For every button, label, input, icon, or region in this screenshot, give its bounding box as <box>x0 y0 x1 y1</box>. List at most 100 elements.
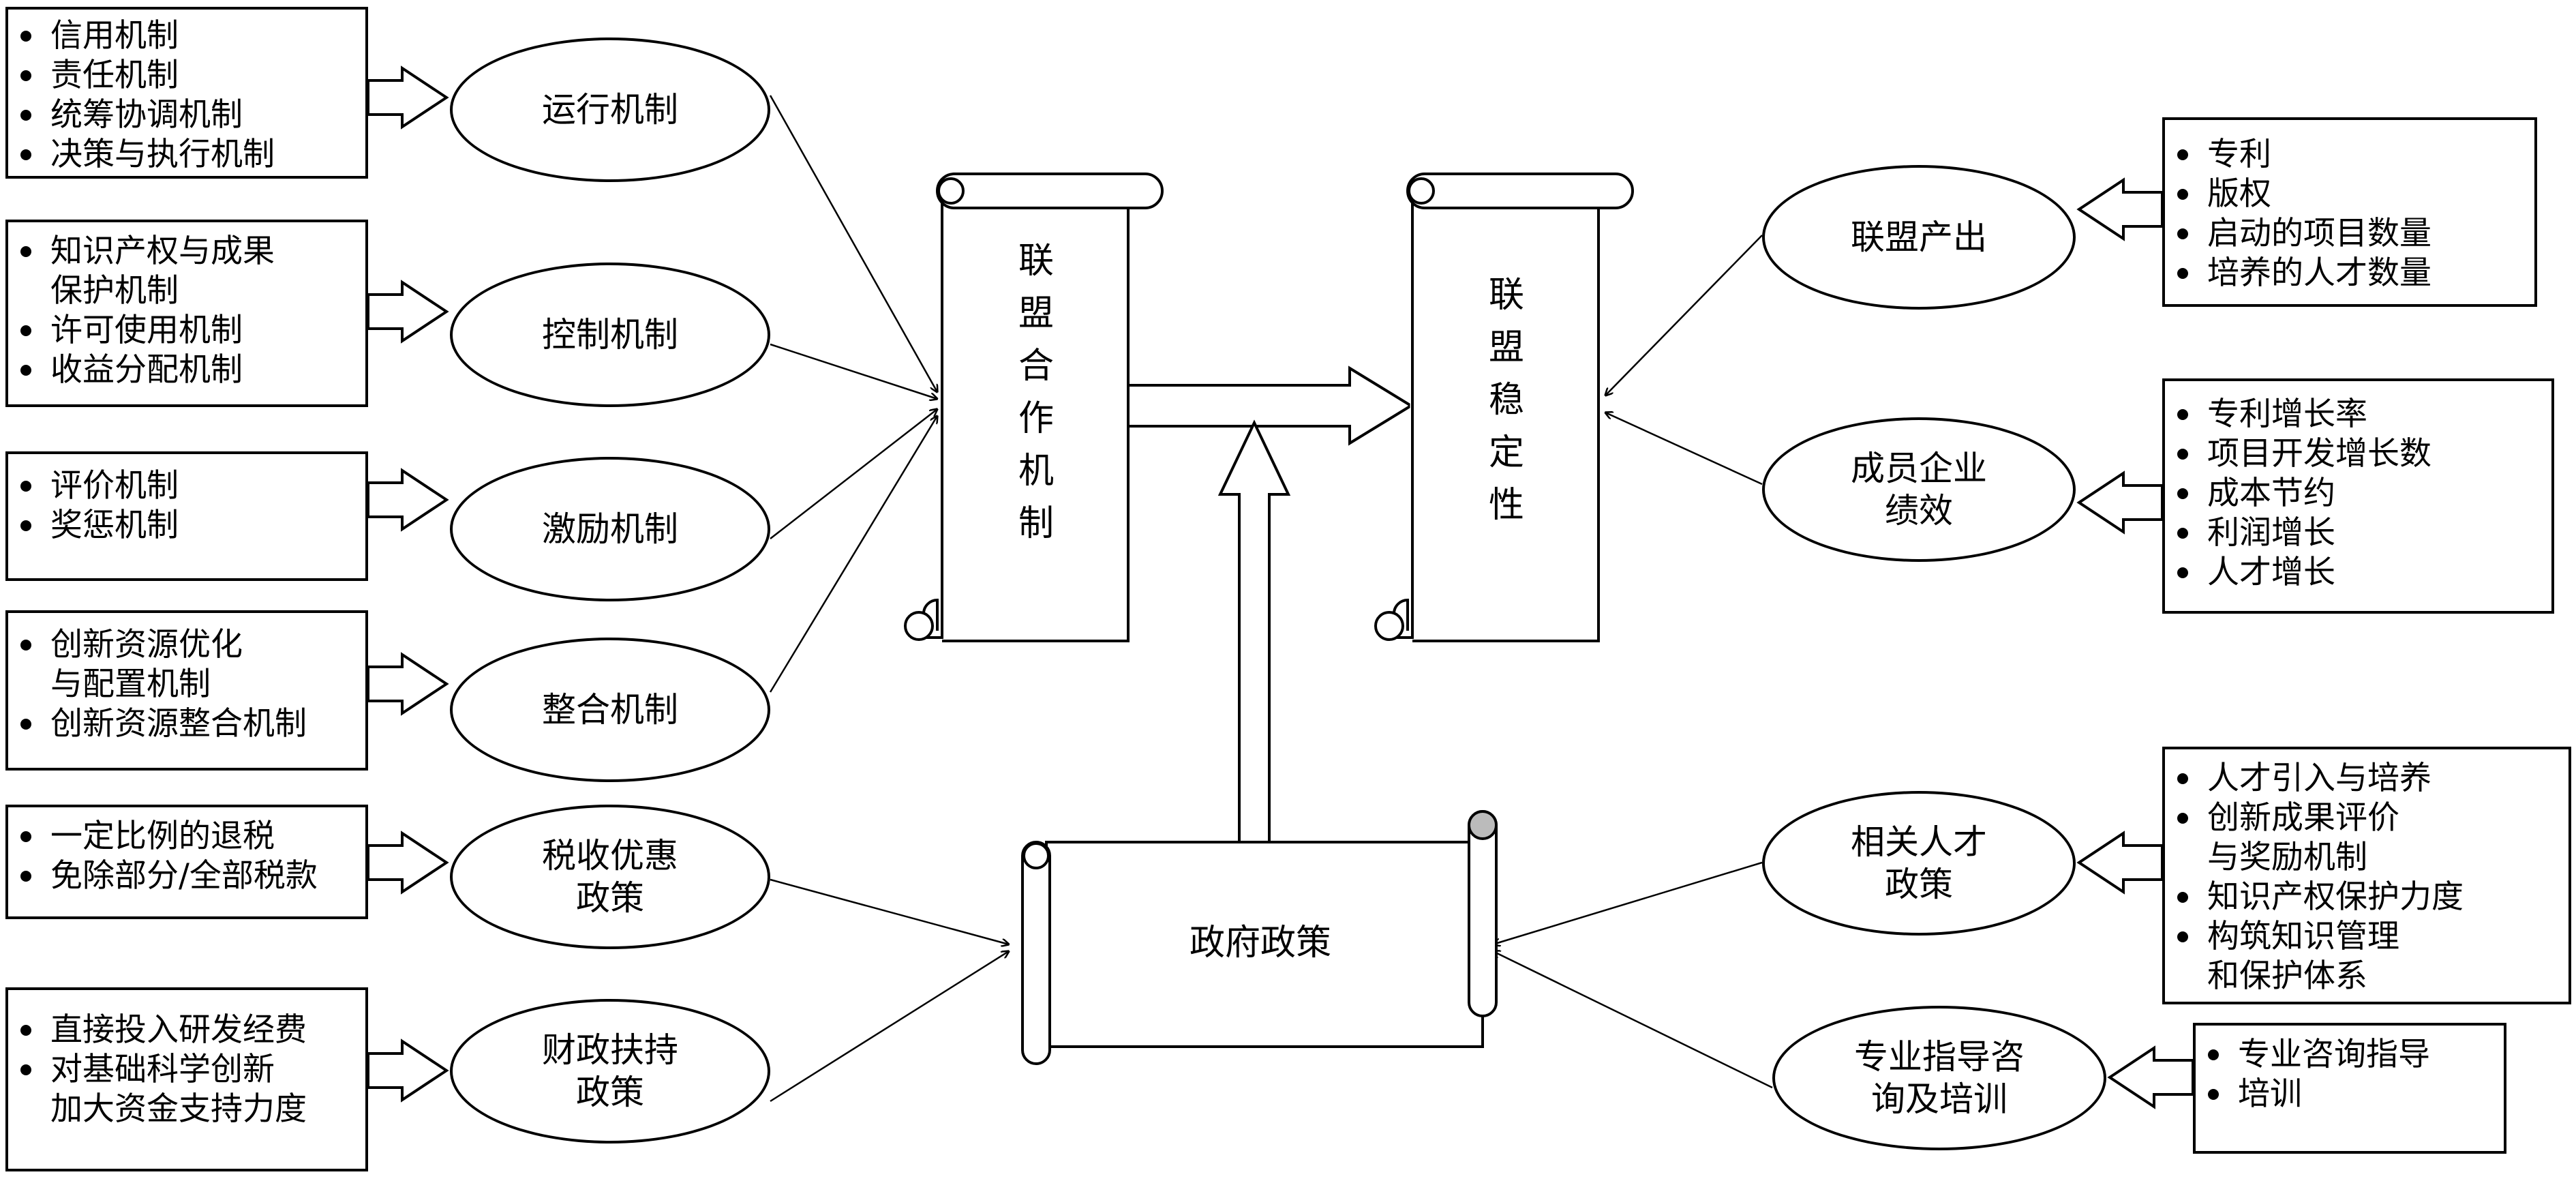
scroll-stability <box>1374 173 1634 642</box>
bullet-item: 对基础科学创新 加大资金支持力度 <box>8 1050 365 1129</box>
hollow-arrow-1 <box>367 65 449 130</box>
scroll-stability-label: 联 盟 稳 定 性 <box>1472 269 1541 532</box>
ellipse-label: 整合机制 <box>542 690 678 730</box>
bullet-item: 免除部分/全部税款 <box>8 856 365 896</box>
ellipse-integration-mechanism: 整合机制 <box>450 638 770 782</box>
hollow-arrow-6 <box>367 1038 449 1103</box>
scroll-char: 制 <box>1018 503 1054 544</box>
bullet-item: 专业咨询指导 <box>2196 1035 2504 1075</box>
connector-5 <box>770 878 1009 944</box>
connector-9 <box>1493 861 1763 944</box>
ellipse-fiscal-policy: 财政扶持 政策 <box>450 999 770 1143</box>
big-arrow-right <box>1127 365 1414 446</box>
bullet-item: 创新资源优化 与配置机制 <box>8 625 365 704</box>
scroll-char: 联 <box>1018 241 1054 282</box>
scroll-char: 性 <box>1488 485 1524 526</box>
bullet-item: 直接投入研发经费 <box>8 1011 365 1050</box>
ellipse-tax-policy: 税收优惠 政策 <box>450 805 770 949</box>
ellipse-label: 联盟产出 <box>1851 218 1987 257</box>
bullet-item: 人才增长 <box>2165 553 2551 593</box>
scroll-cooperation <box>904 173 1164 642</box>
ellipse-label: 财政扶持 政策 <box>542 1030 678 1112</box>
bullet-item: 知识产权与成果 保护机制 <box>8 232 365 311</box>
bullet-item: 版权 <box>2165 175 2534 214</box>
bullet-item: 统筹协调机制 <box>8 95 365 135</box>
bullet-item: 项目开发增长数 <box>2165 434 2551 474</box>
bullet-item: 奖惩机制 <box>8 506 365 545</box>
bullet-item: 成本节约 <box>2165 474 2551 513</box>
scroll-policy-label: 政府政策 <box>1189 923 1332 963</box>
connector-1 <box>769 95 937 392</box>
bullet-item: 创新资源整合机制 <box>8 704 365 744</box>
ellipse-incentive-mechanism: 激励机制 <box>450 457 770 601</box>
hollow-arrow-2 <box>367 280 449 344</box>
bullet-item: 构筑知识管理 和保护体系 <box>2165 917 2569 996</box>
bullet-item: 人才引入与培养 <box>2165 759 2569 798</box>
bullet-box-r3: 人才引入与培养 创新成果评价 与奖励机制 知识产权保护力度 构筑知识管理 和保护… <box>2162 747 2571 1004</box>
ellipse-control-mechanism: 控制机制 <box>450 263 770 407</box>
bullet-box-4: 创新资源优化 与配置机制 创新资源整合机制 <box>5 610 368 771</box>
bullet-box-r2: 专利增长率 项目开发增长数 成本节约 利润增长 人才增长 <box>2162 378 2554 614</box>
scroll-char: 作 <box>1018 398 1054 439</box>
scroll-cooperation-label: 联 盟 合 作 机 制 <box>1002 235 1070 550</box>
scroll-policy <box>1021 810 1498 1065</box>
bullet-item: 责任机制 <box>8 56 365 95</box>
ellipse-member-performance: 成员企业 绩效 <box>1762 417 2076 562</box>
bullet-box-r4: 专业咨询指导 培训 <box>2193 1023 2506 1154</box>
ellipse-operation-mechanism: 运行机制 <box>450 38 770 182</box>
bullet-item: 启动的项目数量 <box>2165 214 2534 254</box>
bullet-box-6: 直接投入研发经费 对基础科学创新 加大资金支持力度 <box>5 987 368 1171</box>
ellipse-talent-policy: 相关人才 政策 <box>1762 791 2076 936</box>
hollow-arrow-5 <box>367 831 449 895</box>
ellipse-label: 成员企业 绩效 <box>1851 449 1987 530</box>
hollow-arrow-r2 <box>2076 470 2164 535</box>
bullet-item: 信用机制 <box>8 16 365 56</box>
connector-7 <box>1605 235 1763 395</box>
ellipse-alliance-output: 联盟产出 <box>1762 165 2076 310</box>
scroll-char: 定 <box>1488 432 1524 473</box>
bullet-item: 培养的人才数量 <box>2165 254 2534 293</box>
bullet-item: 专利 <box>2165 135 2534 175</box>
scroll-char: 盟 <box>1488 327 1524 368</box>
ellipse-label: 专业指导咨 询及培训 <box>1854 1037 2025 1119</box>
connector-8 <box>1605 413 1763 485</box>
big-arrow-up <box>1217 419 1291 847</box>
scroll-char: 稳 <box>1488 380 1524 421</box>
connector-2 <box>770 343 937 399</box>
bullet-item: 创新成果评价 与奖励机制 <box>2165 798 2569 878</box>
scroll-char: 合 <box>1018 346 1054 387</box>
scroll-char: 盟 <box>1018 293 1054 334</box>
scroll-char: 联 <box>1488 275 1524 316</box>
bullet-item: 决策与执行机制 <box>8 135 365 175</box>
ellipse-label: 相关人才 政策 <box>1851 822 1987 904</box>
connector-10 <box>1493 951 1773 1089</box>
hollow-arrow-r4 <box>2107 1045 2194 1109</box>
bullet-box-2: 知识产权与成果 保护机制 许可使用机制 收益分配机制 <box>5 220 368 407</box>
bullet-item: 一定比例的退税 <box>8 817 365 856</box>
bullet-box-3: 评价机制 奖惩机制 <box>5 451 368 581</box>
ellipse-label: 运行机制 <box>542 90 678 130</box>
connector-3 <box>770 409 937 539</box>
bullet-item: 知识产权保护力度 <box>2165 878 2569 917</box>
bullet-box-r1: 专利 版权 启动的项目数量 培养的人才数量 <box>2162 117 2537 307</box>
hollow-arrow-r1 <box>2076 177 2164 241</box>
hollow-arrow-4 <box>367 652 449 716</box>
scroll-char: 机 <box>1018 451 1054 492</box>
bullet-box-1: 信用机制 责任机制 统筹协调机制 决策与执行机制 <box>5 7 368 179</box>
hollow-arrow-r3 <box>2076 831 2164 895</box>
ellipse-guidance-training: 专业指导咨 询及培训 <box>1772 1006 2106 1150</box>
ellipse-label: 激励机制 <box>542 509 678 549</box>
ellipse-label: 税收优惠 政策 <box>542 836 678 918</box>
bullet-item: 培训 <box>2196 1075 2504 1114</box>
bullet-box-5: 一定比例的退税 免除部分/全部税款 <box>5 805 368 919</box>
hollow-arrow-3 <box>367 468 449 532</box>
bullet-item: 利润增长 <box>2165 513 2551 553</box>
bullet-item: 评价机制 <box>8 466 365 506</box>
connector-6 <box>770 951 1009 1103</box>
connector-4 <box>769 416 937 693</box>
bullet-item: 收益分配机制 <box>8 350 365 390</box>
bullet-item: 许可使用机制 <box>8 311 365 350</box>
ellipse-label: 控制机制 <box>542 315 678 355</box>
